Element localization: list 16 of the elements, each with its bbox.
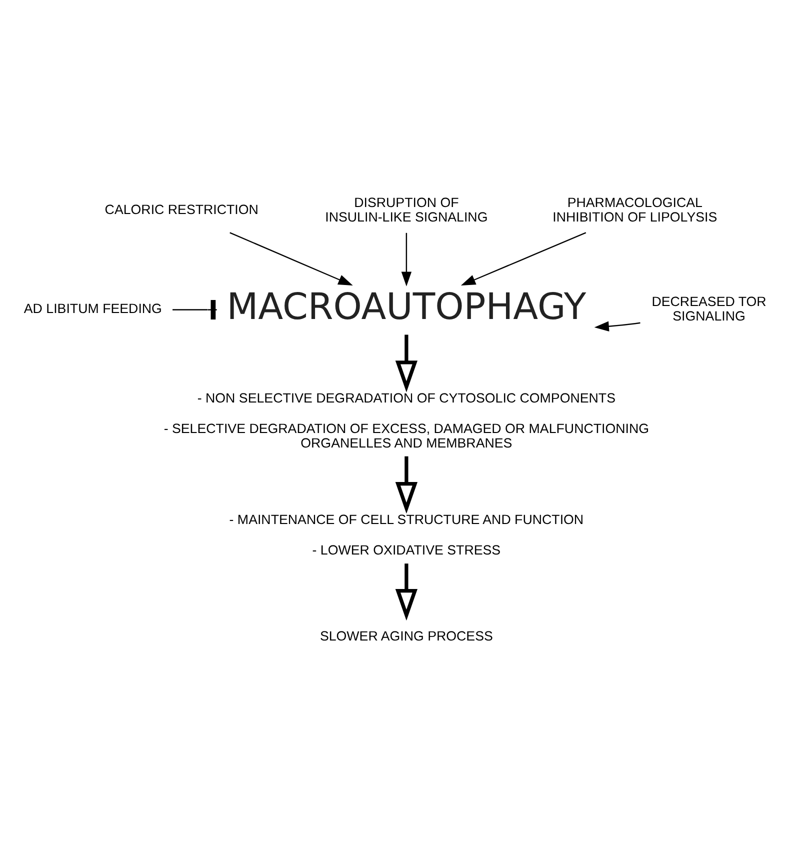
node-text: - NON SELECTIVE DEGRADATION OF CYTOSOLIC COMPONENTS - SELECTIVE DEGRADATION OF EXCESS, DAMAGED OR MALFUNCTIONING ORGANELLES AND MEMBRANES: [164, 390, 650, 450]
node-text: DECREASED TOR SIGNALING: [652, 293, 766, 323]
arrow: [230, 232, 353, 286]
node-text: DISRUPTION OF INSULIN-LIKE SIGNALING: [325, 194, 488, 224]
arrow: [594, 320, 640, 331]
arrow: [395, 334, 418, 392]
node-text: PHARMACOLOGICAL INHIBITION OF LIPOLYSIS: [552, 194, 718, 224]
arrow: [401, 232, 412, 286]
node-text: CALORIC RESTRICTION: [104, 202, 258, 217]
node-text: AD LIBITUM FEEDING: [24, 300, 162, 316]
arrow: [395, 563, 418, 620]
arrow: [460, 232, 586, 286]
node-text: - MAINTENANCE OF CELL STRUCTURE AND FUNCTION - LOWER OXIDATIVE STRESS: [229, 512, 584, 557]
node-text: MACROAUTOPHAGY: [226, 284, 586, 328]
node-text: SLOWER AGING PROCESS: [320, 628, 493, 644]
arrow: [395, 456, 418, 514]
